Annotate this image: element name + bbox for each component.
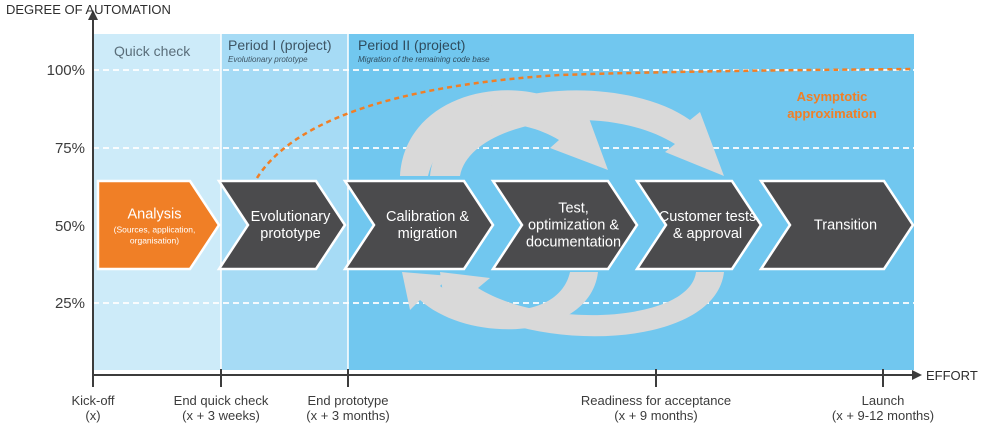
milestone-label: (x) — [85, 408, 100, 423]
process-step-label: Analysis — [128, 207, 182, 223]
process-step-5 — [634, 179, 763, 271]
milestone-labels: Kick-off(x) End quick check(x + 3 weeks) E… — [71, 369, 934, 423]
upper-cycle-arrow — [430, 90, 724, 176]
phase-title-period-1: Period I (project) — [228, 37, 331, 53]
process-step-label: Evolutionary — [251, 209, 332, 225]
x-axis-title: EFFORT — [926, 368, 978, 383]
curve-label: approximation — [787, 106, 877, 121]
phase-subtitle-period-2: Migration of the remaining code base — [358, 55, 490, 64]
phase-subtitle-period-1: Evolutionary prototype — [228, 55, 308, 64]
milestone-label: (x + 9 months) — [614, 408, 697, 423]
process-step-label: Calibration & — [386, 209, 469, 225]
process-step-label: migration — [398, 226, 458, 242]
process-step-label: documentation — [526, 235, 621, 251]
lower-cycle-arrow — [440, 272, 724, 337]
curve-label: Asymptotic — [797, 89, 868, 104]
milestone-label: (x + 3 months) — [306, 408, 389, 423]
process-step-sublabel: organisation) — [130, 236, 179, 246]
process-step-6 — [758, 179, 915, 271]
phase-title-quick-check: Quick check — [114, 43, 191, 59]
y-tick-label: 100% — [47, 62, 85, 79]
y-tick-label: 50% — [55, 218, 85, 235]
process-step-label: Customer tests — [659, 209, 757, 225]
process-step-label: Transition — [814, 218, 877, 234]
milestone-label: (x + 3 weeks) — [182, 408, 260, 423]
y-axis-title: DEGREE OF AUTOMATION — [6, 2, 171, 17]
process-step-label: & approval — [673, 226, 742, 242]
process-step-sublabel: (Sources, application, — [114, 225, 196, 235]
process-step-3 — [342, 179, 495, 271]
process-step-label: Test, — [558, 201, 589, 217]
process-step-1 — [96, 179, 221, 271]
process-step-label: prototype — [260, 226, 320, 242]
process-step-4 — [490, 179, 639, 271]
y-tick-label: 25% — [55, 295, 85, 312]
milestone-label: Readiness for acceptance — [581, 393, 731, 408]
milestone-label: End quick check — [174, 393, 269, 408]
milestone-label: (x + 9-12 months) — [832, 408, 934, 423]
milestone-label: Launch — [862, 393, 905, 408]
milestone-label: Kick-off — [71, 393, 114, 408]
process-step-2 — [216, 179, 347, 271]
phase-title-period-2: Period II (project) — [358, 37, 465, 53]
process-step-label: optimization & — [528, 218, 619, 234]
y-tick-label: 75% — [55, 140, 85, 157]
milestone-label: End prototype — [308, 393, 389, 408]
iteration-arrows — [400, 90, 724, 337]
asymptotic-curve — [255, 67, 915, 179]
process-steps: Analysis (Sources, application,organisati… — [96, 179, 915, 271]
